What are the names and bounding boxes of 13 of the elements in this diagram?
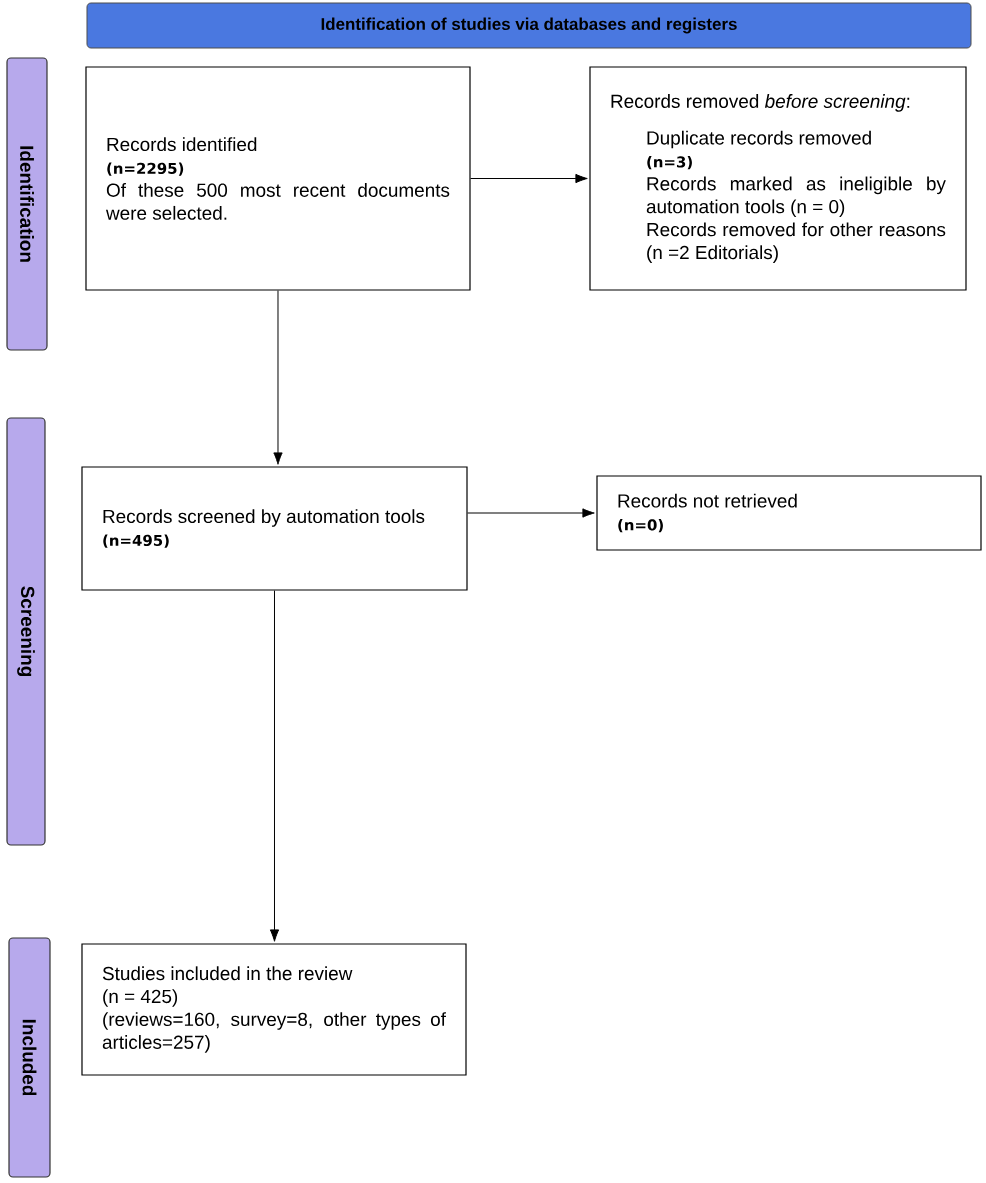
process-box: Records identified (n=2295) Of these 500 most recent documents were selected. — [85, 66, 471, 291]
title-banner: Identification of studies via databases and registers — [86, 2, 972, 49]
arrow — [273, 290, 283, 465]
stage-label: Included — [8, 937, 51, 1178]
process-box: Records not retrieved (n=0) — [596, 475, 982, 551]
arrow — [467, 508, 595, 518]
process-box: Studies included in the review (n = 425) (reviews=160, survey=8, other types of articles=257) — [81, 943, 467, 1076]
process-box: Records screened by automation tools (n=495) — [81, 466, 468, 591]
arrow — [470, 173, 588, 184]
process-box: Records removed before screening: Duplicate records removed (n=3) Records marked as ineligible by automation tools (n = 0) Records removed for other reasons (n =2 Editorials) — [589, 66, 967, 291]
stage-label: Screening — [6, 417, 46, 846]
arrow — [269, 590, 280, 942]
stage-label: Identification — [6, 57, 48, 351]
